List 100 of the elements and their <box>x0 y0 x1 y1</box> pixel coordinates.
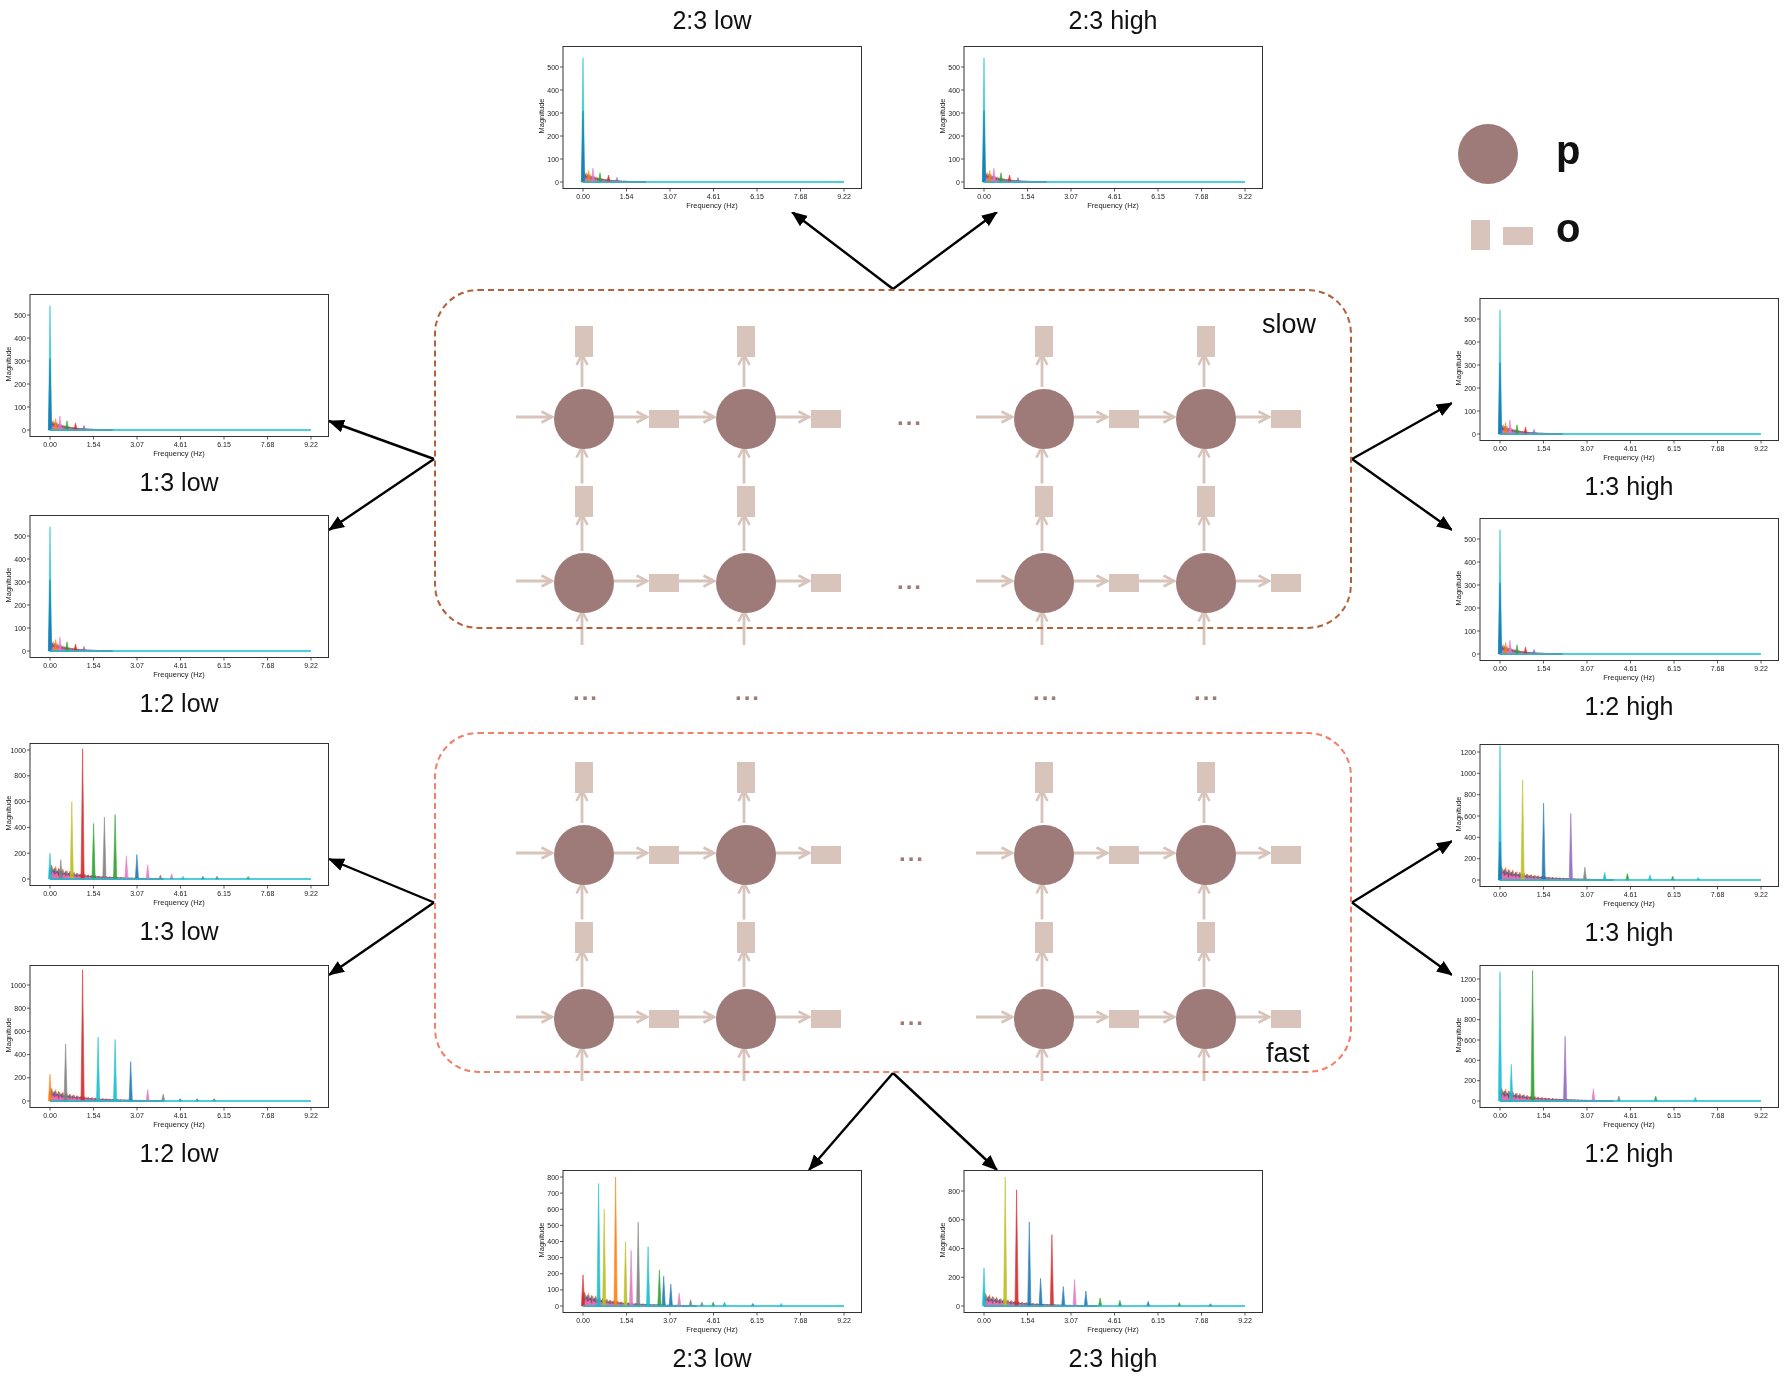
arrow <box>1351 839 1453 904</box>
rectangle-node <box>649 410 679 428</box>
legend-label: o <box>1556 208 1581 248</box>
chart-title: 1:3 low <box>139 919 219 944</box>
rectangle-node <box>1109 574 1139 592</box>
rectangle-node <box>1197 761 1215 793</box>
chart-title: 1:2 high <box>1584 694 1674 719</box>
arrow <box>328 857 435 904</box>
arrow <box>1351 401 1453 461</box>
rectangle-node <box>1271 846 1301 864</box>
ellipsis: ... <box>573 680 599 704</box>
rectangle-node <box>1271 410 1301 428</box>
ellipsis: ... <box>1194 680 1220 704</box>
circle-node <box>1176 553 1236 613</box>
rectangle-node <box>1035 761 1053 793</box>
rectangle-node <box>575 761 593 793</box>
legend-label: p <box>1556 130 1581 170</box>
rectangle-node <box>1035 921 1053 953</box>
arrow <box>976 410 1014 424</box>
chart-title: 1:2 low <box>139 691 219 716</box>
ellipsis: ... <box>735 680 761 704</box>
rectangle-node <box>1109 410 1139 428</box>
arrow <box>774 1010 811 1024</box>
rectangle-node <box>575 325 593 357</box>
rectangle-node <box>737 485 755 517</box>
ellipsis: ... <box>899 1005 925 1029</box>
arrow <box>1234 574 1271 588</box>
rectangle-node <box>737 761 755 793</box>
circle-node <box>1014 553 1074 613</box>
chart-title: 1:3 high <box>1584 474 1674 499</box>
rectangle-node <box>811 846 841 864</box>
rectangle-node <box>737 325 755 357</box>
circle-node <box>1014 825 1074 885</box>
arrow <box>516 574 554 588</box>
arrow <box>612 1010 649 1024</box>
circle-node <box>1176 389 1236 449</box>
circle-node <box>554 825 614 885</box>
rectangle-node <box>1035 325 1053 357</box>
circle-node <box>1014 989 1074 1049</box>
rectangle-node <box>1271 1010 1301 1028</box>
rectangle-node <box>1271 574 1301 592</box>
arrow <box>1072 846 1109 860</box>
arrow <box>1072 574 1109 588</box>
rectangle-node <box>575 485 593 517</box>
rectangle-node <box>1197 325 1215 357</box>
rectangle-node <box>1109 846 1139 864</box>
rectangle-node <box>649 1010 679 1028</box>
arrow <box>791 211 894 290</box>
rectangle-node <box>811 410 841 428</box>
arrow <box>1234 410 1271 424</box>
ellipsis: ... <box>1033 680 1059 704</box>
arrow <box>516 1010 554 1024</box>
circle-node <box>716 825 776 885</box>
arrow <box>328 458 435 531</box>
circle-node <box>716 389 776 449</box>
circle-node <box>1014 389 1074 449</box>
arrow <box>774 410 811 424</box>
arrow <box>892 211 998 290</box>
rectangle-node <box>1035 485 1053 517</box>
arrow <box>516 410 554 424</box>
rectangle-node <box>575 921 593 953</box>
arrow <box>892 1072 998 1171</box>
dashed-group-box <box>434 732 1352 1073</box>
arrow <box>1351 901 1453 976</box>
arrow <box>976 1010 1014 1024</box>
group-label: fast <box>1266 1040 1310 1067</box>
rectangle-node <box>737 921 755 953</box>
circle-node <box>1176 989 1236 1049</box>
circle-node <box>716 553 776 613</box>
circle-node <box>554 389 614 449</box>
dashed-group-box <box>434 289 1352 629</box>
ellipsis: ... <box>897 405 923 429</box>
chart-title: 1:2 high <box>1584 1141 1674 1166</box>
arrow <box>774 574 811 588</box>
circle-node <box>716 989 776 1049</box>
ellipsis: ... <box>897 569 923 593</box>
chart-title: 1:3 low <box>139 470 219 495</box>
arrow <box>976 846 1014 860</box>
rectangle-node <box>811 574 841 592</box>
ellipsis: ... <box>899 841 925 865</box>
rectangle-node <box>649 846 679 864</box>
chart-title: 2:3 high <box>1068 8 1158 33</box>
circle-node <box>554 989 614 1049</box>
arrow <box>328 901 435 976</box>
chart-title: 1:2 low <box>139 1141 219 1166</box>
arrow <box>1072 1010 1109 1024</box>
group-label: slow <box>1262 311 1316 338</box>
arrow <box>328 419 435 461</box>
rectangle-node <box>1197 485 1215 517</box>
circle-node <box>1176 825 1236 885</box>
rectangle-node <box>811 1010 841 1028</box>
chart-title: 2:3 low <box>672 8 752 33</box>
rectangle-node <box>1109 1010 1139 1028</box>
circle-node <box>554 553 614 613</box>
arrow <box>612 846 649 860</box>
arrow <box>612 574 649 588</box>
arrow <box>1234 1010 1271 1024</box>
rectangle-node <box>1197 921 1215 953</box>
arrow <box>774 846 811 860</box>
arrow <box>808 1072 894 1171</box>
